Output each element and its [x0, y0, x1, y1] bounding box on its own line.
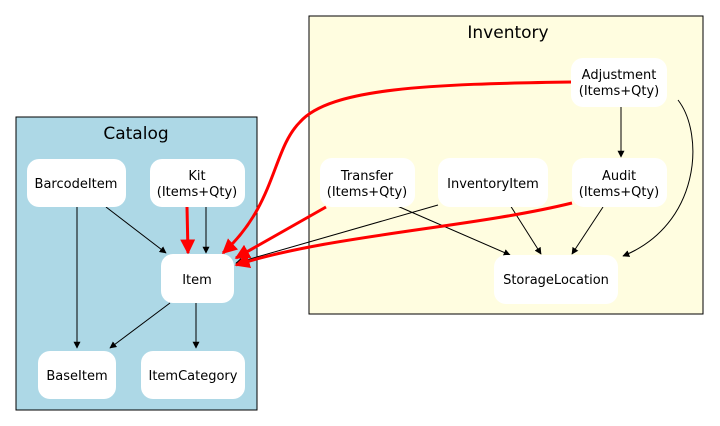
node-transfer-label-line2: (Items+Qty): [327, 185, 407, 200]
node-barcodeitem-box: [27, 159, 126, 207]
node-baseitem[interactable]: BaseItem: [38, 351, 116, 399]
edge-inventoryitem-item: [235, 204, 439, 265]
node-item-label: Item: [182, 273, 212, 288]
node-adjustment-label-line2: (Items+Qty): [579, 84, 659, 99]
node-adjustment-box: [571, 58, 667, 107]
node-itemcategory-label: ItemCategory: [149, 369, 238, 384]
node-audit[interactable]: Audit (Items+Qty): [572, 158, 667, 207]
edge-audit-item: [234, 201, 573, 269]
node-inventoryitem[interactable]: InventoryItem: [438, 158, 548, 207]
node-transfer[interactable]: Transfer (Items+Qty): [320, 158, 415, 207]
node-adjustment-label-line1: Adjustment: [582, 68, 657, 83]
node-audit-label-line2: (Items+Qty): [579, 185, 659, 200]
node-kit-label-line2: (Items+Qty): [157, 185, 237, 200]
node-baseitem-box: [38, 351, 116, 399]
node-itemcategory-box: [141, 351, 245, 399]
cluster-catalog-label: Catalog: [103, 124, 168, 144]
edge-item-baseitem: [109, 302, 171, 349]
node-inventoryitem-box: [438, 158, 548, 207]
edge-adjustment-item: [221, 80, 573, 255]
edge-transfer-storagelocation: [394, 204, 511, 256]
edge-inventoryitem-storagelocation: [509, 204, 542, 255]
node-item[interactable]: Item: [161, 254, 234, 303]
node-adjustment[interactable]: Adjustment (Items+Qty): [571, 58, 667, 107]
edge-barcodeitem-item: [105, 206, 167, 254]
node-inventoryitem-label: InventoryItem: [447, 177, 539, 192]
edges-highlighted: [180, 80, 573, 269]
node-storagelocation-box: [494, 255, 618, 304]
node-transfer-box: [320, 158, 415, 207]
cluster-inventory-label: Inventory: [467, 23, 548, 43]
edge-adjustment-storagelocation: [622, 99, 694, 257]
node-baseitem-label: BaseItem: [46, 369, 107, 384]
node-itemcategory[interactable]: ItemCategory: [141, 351, 245, 399]
node-barcodeitem[interactable]: BarcodeItem: [27, 159, 126, 207]
edge-kit-item-highlight: [180, 206, 196, 255]
edges-normal: [73, 99, 694, 349]
node-transfer-label-line1: Transfer: [340, 169, 394, 184]
node-barcodeitem-label: BarcodeItem: [35, 177, 118, 192]
node-kit[interactable]: Kit (Items+Qty): [150, 159, 245, 207]
node-audit-box: [572, 158, 667, 207]
node-item-box: [161, 254, 234, 303]
node-storagelocation-label: StorageLocation: [503, 273, 609, 288]
edge-transfer-item: [234, 205, 327, 260]
node-audit-label-line1: Audit: [602, 169, 636, 184]
node-kit-box: [150, 159, 245, 207]
node-storagelocation[interactable]: StorageLocation: [494, 255, 618, 304]
edge-audit-storagelocation: [571, 206, 604, 255]
node-kit-label-line1: Kit: [188, 169, 205, 184]
